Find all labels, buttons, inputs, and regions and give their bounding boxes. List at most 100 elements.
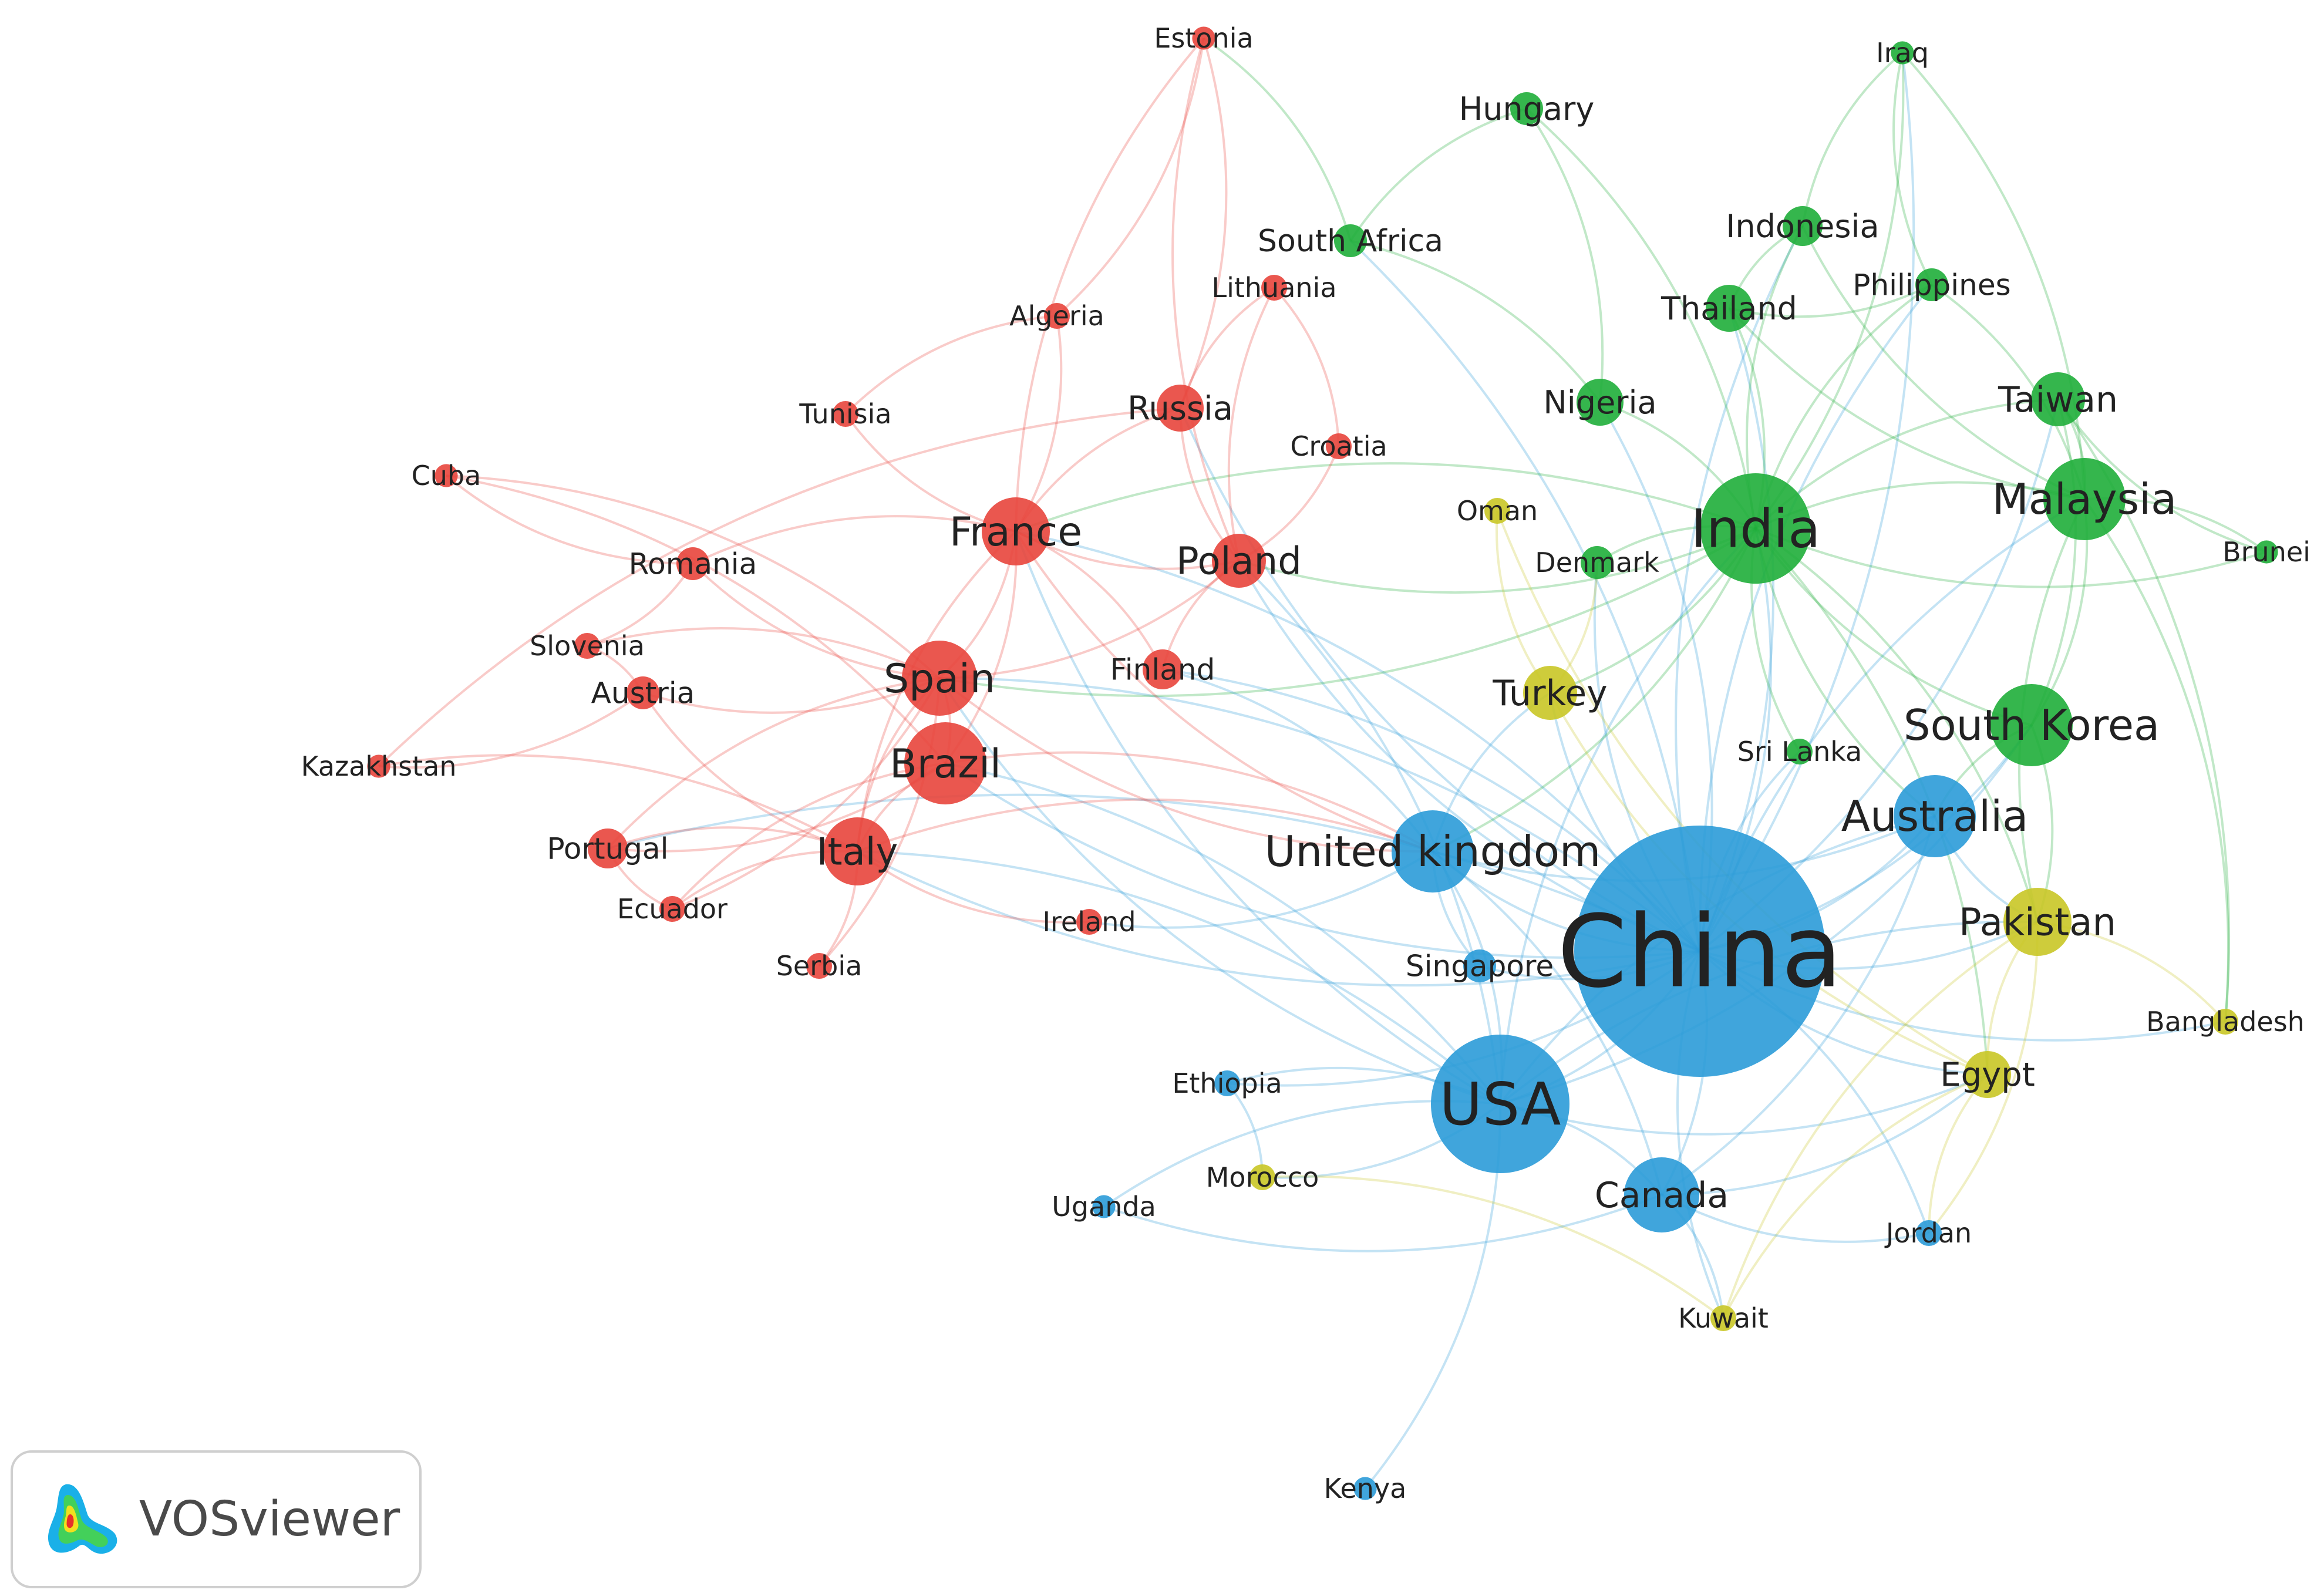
node-brunei[interactable] (2255, 540, 2278, 564)
node-malaysia[interactable] (2043, 458, 2126, 540)
link-india-hungary (1525, 107, 1757, 529)
node-layer (367, 26, 2278, 1500)
link-spain-ecuador (672, 678, 941, 910)
link-united_kingdom-canada (1432, 850, 1663, 1195)
node-usa[interactable] (1431, 1035, 1569, 1173)
link-pakistan-kuwait (1722, 921, 2039, 1319)
label-oman: Oman (1457, 495, 1538, 527)
node-estonia[interactable] (1192, 26, 1215, 50)
node-slovenia[interactable] (574, 633, 600, 659)
node-oman[interactable] (1484, 498, 1510, 524)
link-france-united_kingdom (1015, 530, 1433, 853)
node-sri_lanka[interactable] (1787, 739, 1813, 764)
node-pakistan[interactable] (2003, 888, 2072, 956)
node-south_korea[interactable] (1990, 684, 2073, 766)
node-kuwait[interactable] (1710, 1305, 1736, 1331)
link-canada-jordan (1661, 1194, 1929, 1243)
node-nigeria[interactable] (1577, 379, 1624, 426)
label-kenya: Kenya (1324, 1473, 1407, 1504)
link-brazil-ecuador (671, 762, 946, 910)
link-lithuania-croatia (1273, 287, 1340, 447)
node-indonesia[interactable] (1783, 206, 1823, 246)
link-south_africa-nigeria (1350, 240, 1601, 403)
node-algeria[interactable] (1044, 303, 1070, 329)
node-australia[interactable] (1894, 775, 1976, 857)
link-austria-kazakhstan (378, 692, 644, 769)
node-lithuania[interactable] (1261, 275, 1287, 301)
label-finland: Finland (1110, 653, 1215, 687)
label-austria: Austria (591, 676, 695, 710)
label-tunisia: Tunisia (799, 398, 891, 430)
label-thailand: Thailand (1661, 290, 1797, 327)
node-egypt[interactable] (1964, 1051, 2011, 1098)
node-tunisia[interactable] (833, 401, 858, 427)
node-south_africa[interactable] (1334, 224, 1367, 257)
link-russia-estonia (1179, 38, 1228, 409)
node-russia[interactable] (1157, 385, 1204, 432)
label-cuba: Cuba (412, 460, 481, 491)
link-romania-slovenia (587, 563, 694, 647)
link-spain-serbia (818, 678, 941, 967)
node-poland[interactable] (1212, 534, 1266, 588)
label-kazakhstan: Kazakhstan (301, 750, 456, 782)
node-hungary[interactable] (1510, 92, 1543, 125)
node-united_kingdom[interactable] (1392, 810, 1474, 893)
label-ethiopia: Ethiopia (1172, 1067, 1282, 1099)
node-ecuador[interactable] (659, 896, 685, 922)
node-france[interactable] (982, 497, 1050, 565)
node-turkey[interactable] (1523, 666, 1577, 720)
node-austria[interactable] (627, 676, 659, 709)
label-south_korea: South Korea (1904, 700, 2160, 750)
label-slovenia: Slovenia (530, 630, 645, 662)
link-south_korea-taiwan (2030, 399, 2077, 726)
node-kenya[interactable] (1353, 1477, 1377, 1500)
link-spain-poland (939, 560, 1240, 679)
node-singapore[interactable] (1463, 949, 1496, 982)
link-spain-slovenia (587, 627, 940, 679)
node-taiwan[interactable] (2031, 372, 2085, 426)
node-denmark[interactable] (1581, 546, 1614, 579)
link-italy-austria (642, 692, 858, 853)
node-iraq[interactable] (1891, 41, 1914, 65)
node-ethiopia[interactable] (1214, 1070, 1240, 1096)
node-brazil[interactable] (904, 722, 986, 804)
link-tunisia-algeria (844, 315, 1057, 415)
node-cuba[interactable] (435, 464, 458, 487)
link-usa-italy (857, 850, 1501, 1105)
node-bangladesh[interactable] (2212, 1009, 2238, 1035)
vosviewer-logo-icon (48, 1484, 117, 1554)
link-spain-cuba (446, 474, 941, 679)
link-italy-ireland (856, 850, 1090, 924)
link-india-poland (1238, 527, 1756, 594)
label-morocco: Morocco (1206, 1161, 1319, 1193)
node-spain[interactable] (902, 641, 977, 716)
node-romania[interactable] (676, 547, 709, 580)
node-canada[interactable] (1624, 1157, 1699, 1232)
node-kazakhstan[interactable] (367, 755, 390, 778)
link-russia-kazakhstan (378, 407, 1181, 767)
node-uganda[interactable] (1092, 1195, 1116, 1218)
node-thailand[interactable] (1706, 285, 1753, 332)
node-china[interactable] (1574, 826, 1825, 1077)
link-poland-lithuania (1227, 287, 1275, 561)
node-portugal[interactable] (588, 829, 628, 868)
link-france-romania (692, 515, 1016, 565)
node-jordan[interactable] (1916, 1220, 1942, 1246)
node-italy[interactable] (823, 817, 891, 885)
node-india[interactable] (1700, 473, 1811, 584)
node-croatia[interactable] (1326, 433, 1352, 459)
label-nigeria: Nigeria (1543, 384, 1656, 421)
node-philippines[interactable] (1915, 268, 1948, 301)
label-poland: Poland (1176, 540, 1302, 583)
node-finland[interactable] (1143, 649, 1183, 689)
vosviewer-label: VOSviewer (139, 1491, 400, 1547)
node-ireland[interactable] (1076, 909, 1102, 935)
node-serbia[interactable] (806, 953, 832, 979)
node-morocco[interactable] (1249, 1164, 1275, 1190)
link-india-brunei (1755, 527, 2267, 588)
label-russia: Russia (1127, 390, 1233, 428)
link-algeria-estonia (1056, 38, 1205, 317)
link-usa-india (1499, 527, 1757, 1104)
label-pakistan: Pakistan (1959, 901, 2116, 944)
